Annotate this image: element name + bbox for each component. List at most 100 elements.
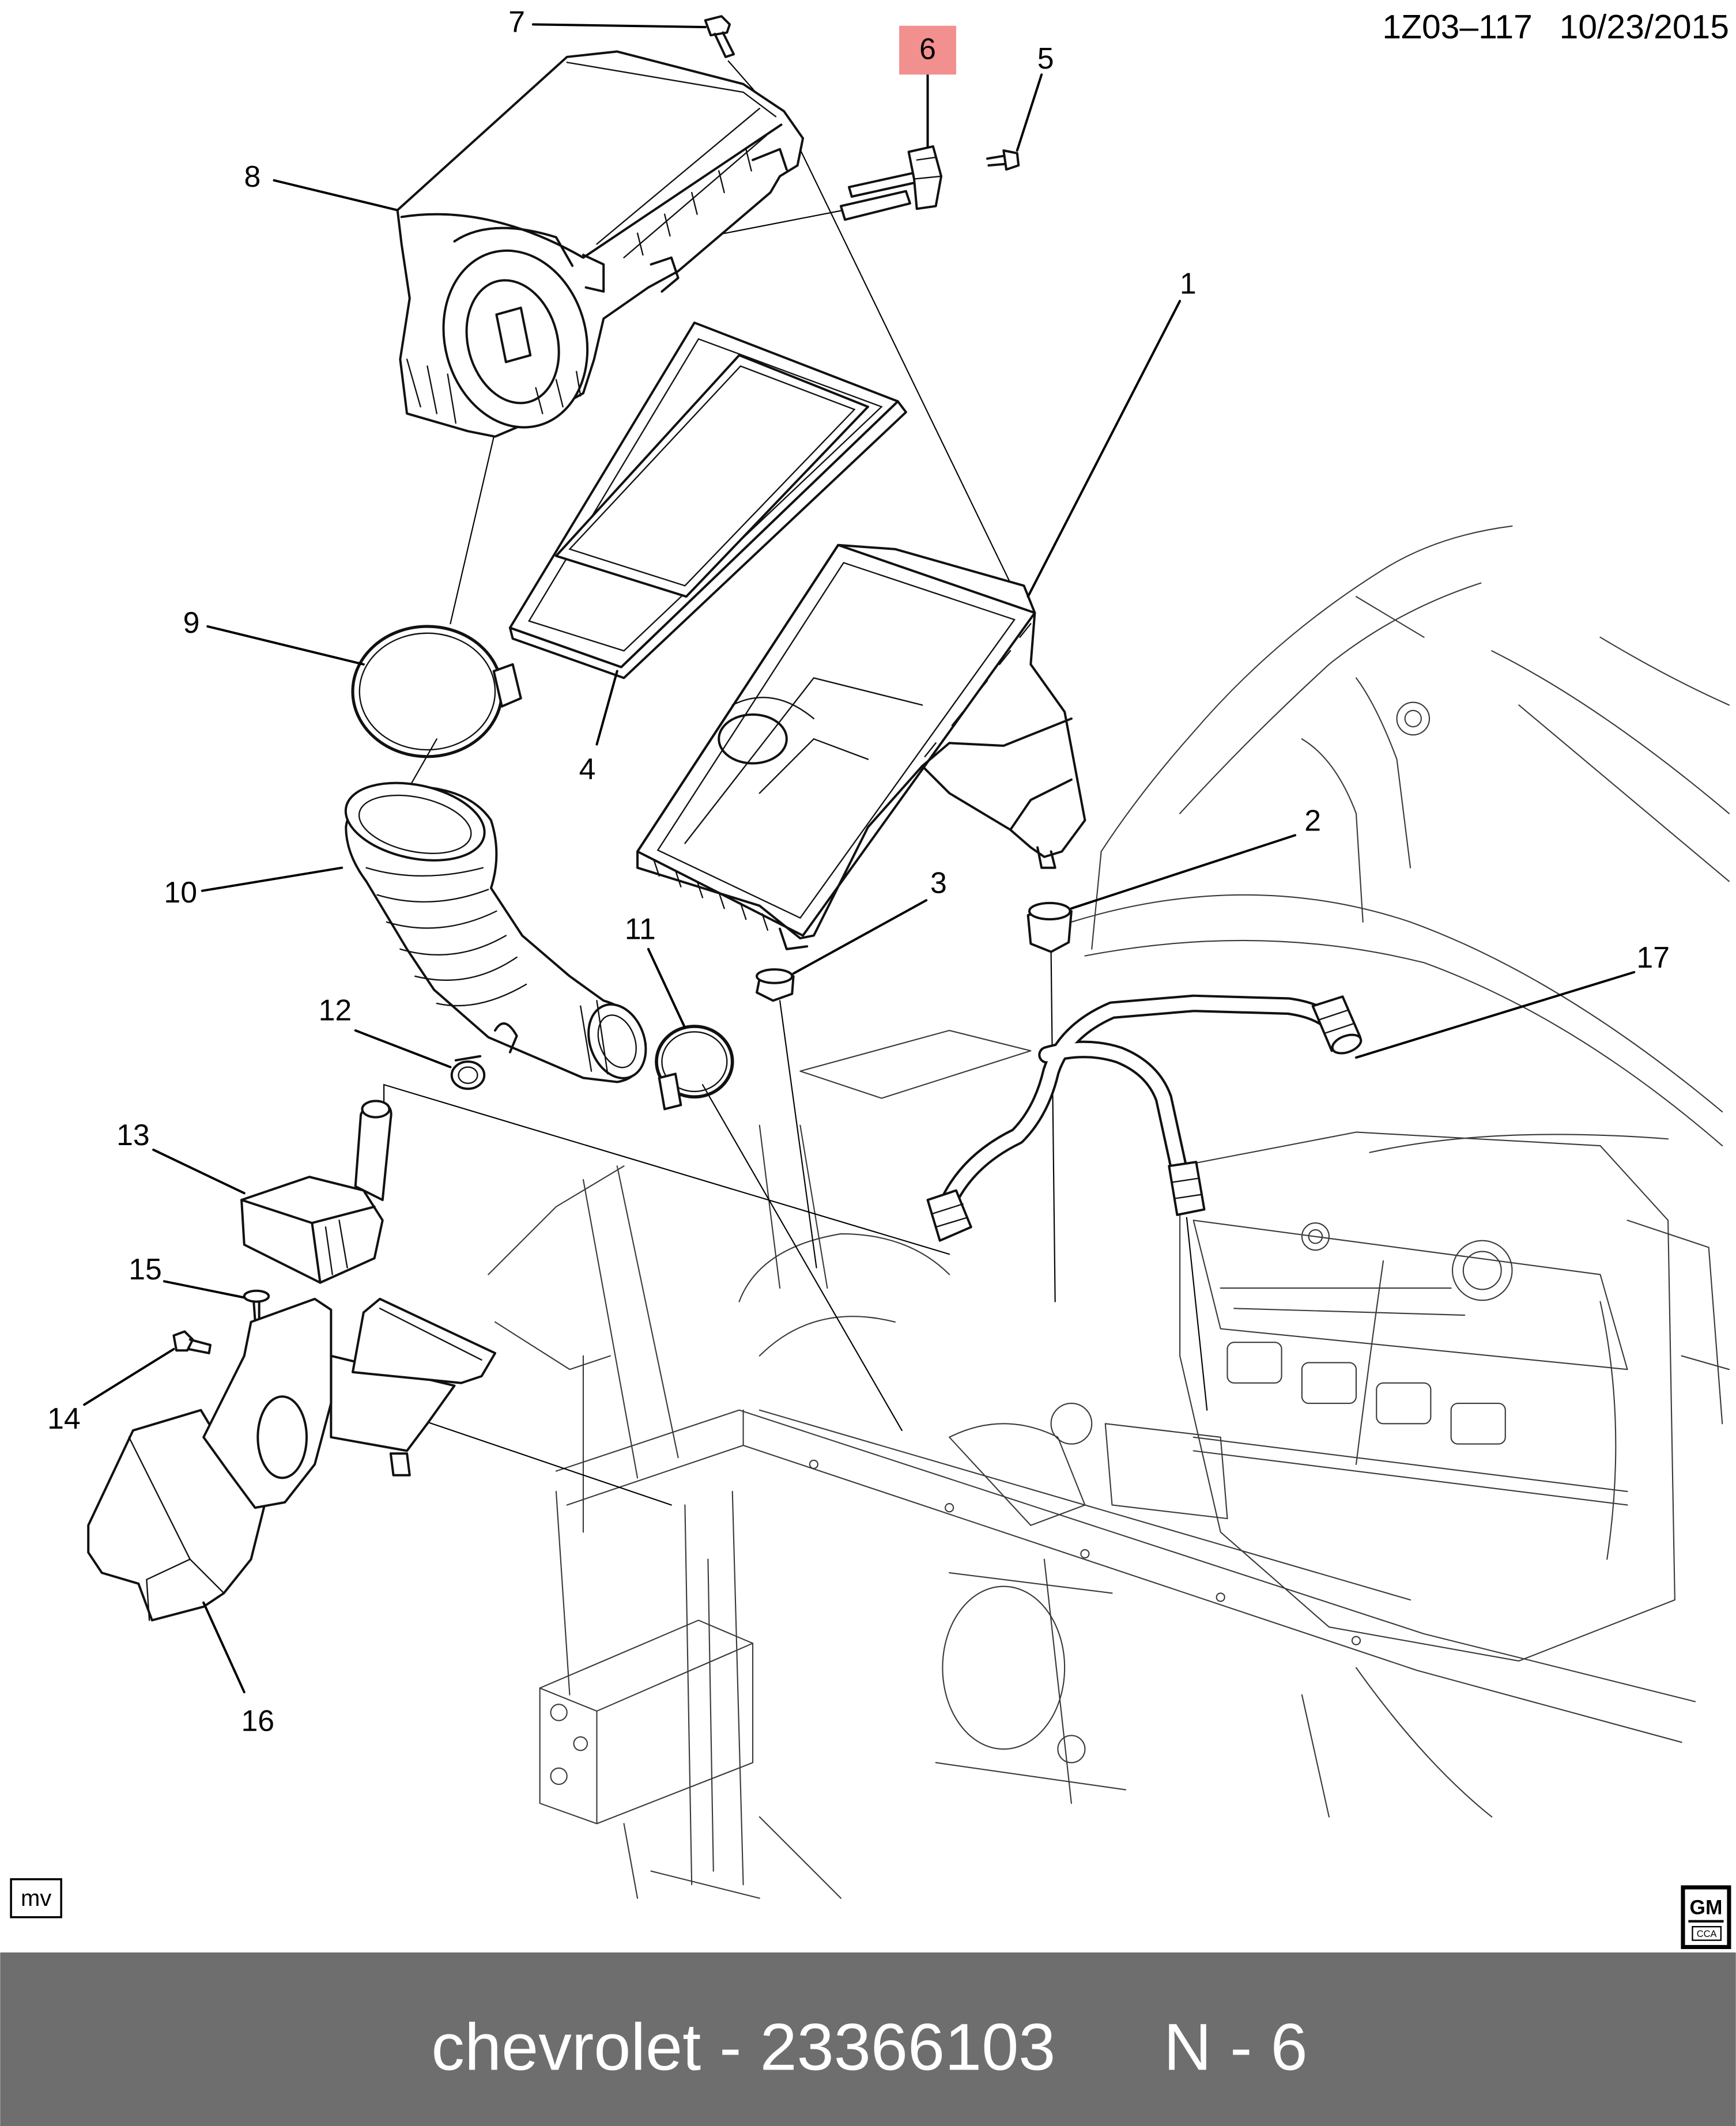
housing-wall: [684, 677, 923, 844]
tray-outline: [799, 1029, 1032, 1099]
cover-top-edge: [400, 123, 783, 259]
deflector-scoop-edge: [379, 1308, 482, 1361]
housing-rim-inner: [656, 561, 1016, 919]
strut-line: [799, 1124, 828, 1289]
filter-frame-inner: [528, 338, 883, 652]
callout-8: 8: [244, 160, 261, 193]
drawing-id: 1Z03–117: [1382, 9, 1532, 46]
callout-17: 17: [1636, 941, 1670, 974]
grommet-hole: [458, 1066, 478, 1084]
leader-line-5: [1016, 73, 1043, 152]
leader-line-16: [202, 1601, 246, 1694]
callout-labels: 1 2 3 4 5 6 7 8 9 10 11 12 13 14 15 16 1…: [47, 5, 1670, 1738]
callout-6: 6: [919, 32, 936, 66]
sensor-blade: [839, 190, 911, 221]
guide-line: [1186, 1217, 1208, 1411]
intake-runner: [1220, 1287, 1466, 1316]
leader-line-2: [1070, 834, 1297, 910]
bolt-shank: [714, 31, 735, 58]
duct-nipple: [494, 1022, 518, 1053]
clamp-11: [655, 1025, 734, 1111]
duct-corrugation: [365, 867, 527, 1007]
housing-lip-rib: [924, 623, 1032, 757]
deflector-scoop: [351, 1297, 497, 1384]
cover-rib: [636, 148, 752, 256]
grommet-flange: [454, 1055, 482, 1062]
bolt-head: [172, 1330, 194, 1352]
fender-line: [1100, 525, 1513, 852]
deflector-fold: [128, 1436, 225, 1621]
air-deflector-16: [87, 1297, 497, 1622]
oil-filler-cap: [1301, 1222, 1330, 1251]
leader-line-14: [83, 1347, 175, 1406]
callout-3: 3: [930, 866, 947, 900]
hose-end-rib: [1319, 1009, 1354, 1034]
support-hole: [945, 1503, 954, 1513]
resonator-rib: [324, 1219, 348, 1275]
view-label: mv: [21, 1886, 51, 1911]
leader-line-4: [595, 670, 618, 746]
support-hole: [1080, 1549, 1090, 1559]
footer-bar: chevrolet - 23366103 N - 6: [0, 1952, 1736, 2126]
engine-bay-background: [488, 525, 1730, 1899]
guide-line: [701, 1084, 903, 1432]
callout-4: 4: [579, 752, 596, 786]
drawing-header: 1Z03–117 10/23/2015: [1382, 9, 1729, 46]
ignition-coil: [1450, 1402, 1506, 1445]
ignition-coil: [1376, 1382, 1432, 1425]
guide-line: [779, 1000, 817, 1268]
vertical-rail: [707, 1558, 714, 1872]
callout-9: 9: [183, 606, 200, 639]
leader-line-7: [531, 23, 707, 29]
bolt-shank: [187, 1338, 212, 1354]
grommet-top: [756, 968, 794, 984]
cover-bulge: [453, 226, 574, 267]
view-label-box: mv: [10, 1878, 62, 1919]
clamp-band-inner: [661, 1031, 728, 1093]
support-hole: [1216, 1592, 1225, 1602]
logo-subtext: CCA: [1697, 1929, 1717, 1939]
callout-12: 12: [319, 994, 352, 1027]
leader-line-8: [273, 179, 399, 212]
clamp-band-inner: [358, 632, 496, 751]
engine-hose: [1599, 1301, 1617, 1560]
guide-line: [383, 1083, 950, 1255]
resonator-tube-end: [361, 1100, 391, 1119]
screw-5: [986, 149, 1020, 171]
pin-shank: [252, 1300, 261, 1322]
callout-14: 14: [47, 1402, 81, 1435]
body-line: [1681, 1355, 1730, 1370]
clamp-9: [351, 625, 522, 758]
housing-leg: [1036, 846, 1056, 869]
intake-duct-10: [344, 781, 647, 1083]
windshield-edge: [1599, 636, 1730, 706]
duct-cuff-rib: [580, 1000, 609, 1075]
housing-snorkel: [921, 717, 1073, 831]
guide-line: [409, 738, 437, 787]
cover-tab: [752, 148, 788, 171]
hose-connector-detail: [1171, 1177, 1202, 1199]
drawing-date: 10/23/2015: [1560, 9, 1729, 46]
housing-lip-rib: [653, 859, 769, 931]
grommet-12: [450, 1055, 486, 1090]
clamp-tab: [658, 1073, 682, 1111]
callout-6-highlight: [899, 25, 956, 75]
lower-structure: [758, 1816, 842, 1899]
body-line: [1355, 596, 1425, 638]
callout-15: 15: [129, 1252, 162, 1286]
leader-line-17: [1354, 971, 1636, 1059]
view-label-frame: [10, 1878, 62, 1919]
body-line: [1518, 704, 1730, 882]
clamp-lug: [492, 663, 522, 708]
ventilation-hose-17: [926, 994, 1363, 1242]
filter-seal: [568, 365, 856, 587]
oil-filler-cap-inner: [1308, 1229, 1323, 1244]
housing-inlet-detail: [731, 696, 869, 794]
grommet-2: [1026, 901, 1073, 953]
support-hole: [1351, 1636, 1361, 1645]
screw-head: [1002, 149, 1020, 171]
logo-sub-frame: [1692, 1925, 1722, 1941]
leader-line-11: [647, 947, 686, 1029]
lower-right-line: [1301, 1667, 1493, 1818]
bolt-14: [172, 1330, 212, 1354]
